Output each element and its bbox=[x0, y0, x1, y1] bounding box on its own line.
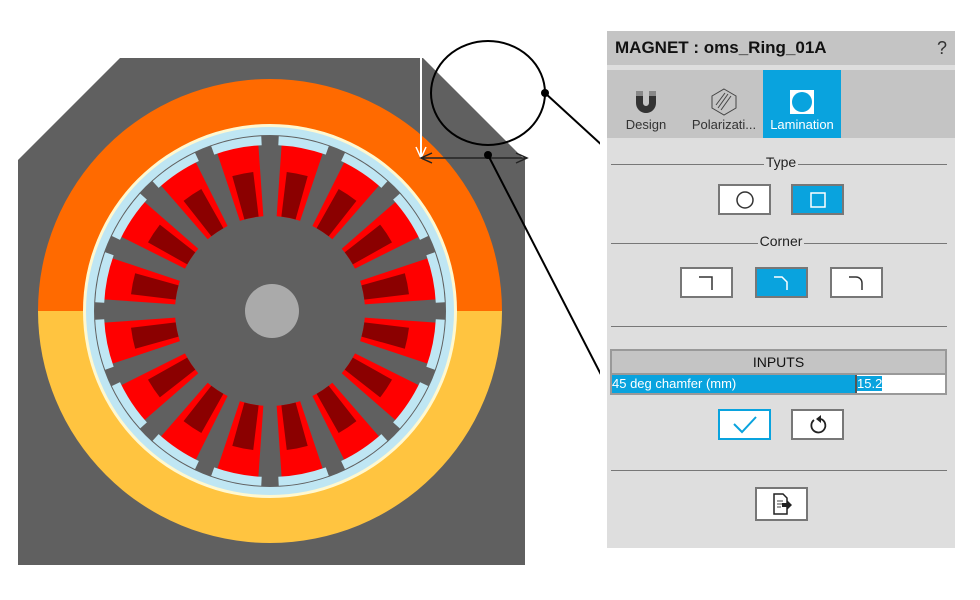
magnet-gap bbox=[211, 136, 262, 155]
magnet-inner bbox=[131, 322, 179, 349]
polarization-icon bbox=[710, 87, 738, 117]
magnet-inner bbox=[316, 189, 357, 237]
tab-lamination[interactable]: Lamination bbox=[763, 70, 841, 138]
square-corner-icon bbox=[699, 275, 713, 290]
magnet-panel: MAGNET : oms_Ring_01A ? Design Polarizat… bbox=[607, 31, 955, 548]
magnet-gap bbox=[211, 467, 262, 486]
panel-header: MAGNET : oms_Ring_01A ? bbox=[607, 31, 955, 65]
circle-icon bbox=[735, 190, 754, 209]
magnet-inner bbox=[232, 172, 259, 220]
round-corner-icon bbox=[849, 275, 863, 290]
type-square-button[interactable] bbox=[791, 184, 844, 215]
tab-polarization[interactable]: Polarizati... bbox=[685, 70, 763, 138]
magnet-inner bbox=[148, 357, 196, 398]
magnet-gap bbox=[111, 382, 147, 429]
magnet-inner bbox=[232, 402, 259, 450]
chamfer-corner-icon bbox=[774, 275, 788, 290]
magnet-gap bbox=[152, 152, 199, 188]
tab-label: Polarizati... bbox=[691, 117, 757, 132]
tab-label: Lamination bbox=[770, 117, 834, 132]
table-row: 45 deg chamfer (mm) 15.2 bbox=[612, 373, 945, 393]
panel-title: MAGNET : oms_Ring_01A bbox=[615, 38, 827, 57]
check-icon bbox=[732, 415, 757, 433]
magnet-inner bbox=[131, 273, 179, 300]
magnet-gap bbox=[426, 319, 445, 370]
apply-button[interactable] bbox=[718, 409, 771, 440]
export-icon bbox=[773, 493, 792, 515]
magnet-gap bbox=[111, 193, 147, 240]
inputs-header: INPUTS bbox=[612, 351, 945, 373]
chamfer-input[interactable]: 15.2 bbox=[857, 375, 945, 393]
magnet-gap bbox=[152, 434, 199, 470]
corner-square-button[interactable] bbox=[679, 267, 733, 298]
type-label: Type bbox=[763, 154, 799, 170]
magnet-inner bbox=[361, 273, 409, 300]
magnet-gap bbox=[278, 467, 329, 486]
tab-label: Design bbox=[625, 117, 667, 132]
magnet-inner bbox=[281, 402, 308, 450]
magnet-inner bbox=[316, 385, 357, 433]
magnet-inner bbox=[344, 357, 392, 398]
reset-button[interactable] bbox=[791, 409, 844, 440]
tab-design[interactable]: Design bbox=[607, 70, 685, 138]
magnet-gap bbox=[426, 252, 445, 303]
magnet-gap bbox=[95, 252, 114, 303]
lamination-icon bbox=[789, 87, 815, 117]
square-icon bbox=[809, 191, 826, 208]
magnet-gap bbox=[341, 152, 388, 188]
magnet-lamination-drawing bbox=[18, 40, 600, 565]
tab-bar: Design Polarizati... Lamination bbox=[607, 70, 955, 138]
magnet-inner bbox=[148, 224, 196, 265]
corner-section: Corner bbox=[607, 233, 955, 253]
shaft bbox=[245, 284, 299, 338]
magnet-inner bbox=[183, 385, 224, 433]
magnet-inner bbox=[281, 172, 308, 220]
undo-icon bbox=[809, 414, 826, 433]
magnet-inner bbox=[344, 224, 392, 265]
magnet-inner bbox=[183, 189, 224, 237]
magnet-inner bbox=[361, 322, 409, 349]
magnet-gap bbox=[393, 193, 429, 240]
magnet-gap bbox=[341, 434, 388, 470]
chamfer-value: 15.2 bbox=[857, 376, 883, 391]
magnet-gap bbox=[95, 319, 114, 370]
type-round-button[interactable] bbox=[718, 184, 771, 215]
corner-chamfer-button[interactable] bbox=[754, 267, 808, 298]
export-button[interactable] bbox=[754, 487, 808, 521]
rotor-magnets bbox=[95, 136, 445, 486]
corner-label: Corner bbox=[757, 233, 805, 249]
inputs-table: INPUTS 45 deg chamfer (mm) 15.2 bbox=[610, 349, 947, 395]
corner-round-button[interactable] bbox=[829, 267, 883, 298]
chamfer-label: 45 deg chamfer (mm) bbox=[612, 375, 857, 393]
magnet-gap bbox=[393, 382, 429, 429]
type-section: Type bbox=[607, 154, 955, 174]
help-button[interactable]: ? bbox=[936, 37, 947, 58]
magnet-gap bbox=[278, 136, 329, 155]
magnet-icon bbox=[633, 87, 659, 117]
